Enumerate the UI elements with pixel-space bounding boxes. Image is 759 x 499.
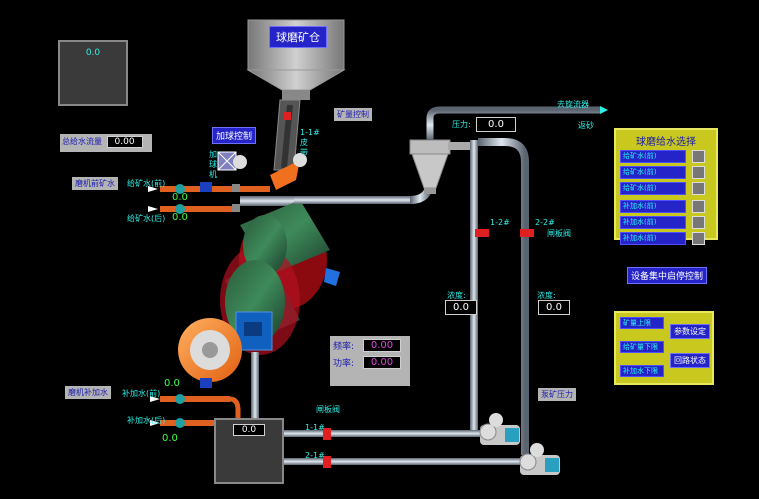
water-select-row-label: 补加水(前) xyxy=(620,216,686,229)
water-select-checkbox[interactable] xyxy=(692,182,705,195)
water-select-checkbox[interactable] xyxy=(692,232,705,245)
add-ball-control-button[interactable]: 加球控制 xyxy=(212,127,257,144)
total-flow-panel: 总给水流量 0.00 xyxy=(60,134,152,152)
pump-1 xyxy=(479,423,520,445)
freq-value: 0.00 xyxy=(363,339,401,352)
valve-1-1-label: 1-1# xyxy=(305,423,325,432)
ball-feeder-label: 加 球 机 xyxy=(209,150,217,179)
mill-add-water-label[interactable]: 磨机补加水 xyxy=(65,386,111,399)
ore-water-down-label: 给矿水(后) xyxy=(127,214,166,223)
density-right-label: 浓度: xyxy=(537,291,556,300)
belt-conveyor xyxy=(270,99,301,190)
bottom-tank: 0.0 xyxy=(214,418,284,484)
top-left-tank: 0.0 xyxy=(58,40,128,106)
water-select-checkbox[interactable] xyxy=(692,166,705,179)
water-select-row[interactable]: 补加水(前) xyxy=(620,216,712,229)
add-water-down-value: 0.0 xyxy=(162,433,178,444)
add-water-up-value: 0.0 xyxy=(164,378,180,389)
add-water-up-label: 补加水(前) xyxy=(122,389,161,398)
pressure-value: 0.0 xyxy=(476,117,516,132)
water-select-row-label: 补加水(前) xyxy=(620,232,686,245)
cyclone xyxy=(409,139,470,194)
pump-2 xyxy=(519,453,560,475)
valve-2-1-label: 2-1# xyxy=(305,451,325,460)
power-label: 功率: xyxy=(333,359,355,369)
water-select-row-label: 给矿水(前) xyxy=(620,166,686,179)
water-select-row[interactable]: 给矿水(前) xyxy=(620,182,712,195)
control-panel-item[interactable]: 补加水下限 xyxy=(620,365,664,377)
loop-status-button[interactable]: 回路状态 xyxy=(670,353,710,368)
ore-water-down-value: 0.0 xyxy=(172,212,188,223)
ore-water-up-value: 0.0 xyxy=(172,192,188,203)
mill-in-label[interactable]: 磨机前矿水 xyxy=(72,177,118,190)
water-select-row-label: 给矿水(前) xyxy=(620,182,686,195)
ore-water-up-label: 给矿水(前) xyxy=(127,179,166,188)
water-select-checkbox[interactable] xyxy=(692,150,705,163)
add-water-down-label: 补加水(后) xyxy=(127,416,166,425)
water-select-row[interactable]: 给矿水(前) xyxy=(620,166,712,179)
total-flow-label: 总给水流量 xyxy=(62,137,102,146)
ore-control-label[interactable]: 矿量控制 xyxy=(334,108,372,121)
top-left-tank-value: 0.0 xyxy=(85,48,101,58)
water-select-row-label: 给矿水(前) xyxy=(620,150,686,163)
hopper-title[interactable]: 球磨矿仓 xyxy=(269,26,327,48)
pressure-label: 压力: xyxy=(452,120,471,129)
to-cyclone-label: 去旋流器 xyxy=(557,100,589,109)
freq-label: 频率: xyxy=(333,342,355,352)
density-right-value: 0.0 xyxy=(538,300,570,315)
water-select-title: 球磨给水选择 xyxy=(636,137,696,148)
pump-pressure-label[interactable]: 泵矿压力 xyxy=(538,388,576,401)
center-control-button[interactable]: 设备集中启停控制 xyxy=(627,267,708,284)
gate-valve-top-label: 闸板阀 xyxy=(547,229,571,238)
water-select-row[interactable]: 补加水(前) xyxy=(620,200,712,213)
valve-2-2-label: 2-2# xyxy=(535,218,555,227)
valve-1-2-label: 1-2# xyxy=(490,218,510,227)
freq-power-panel: 频率: 0.00 功率: 0.00 xyxy=(330,336,410,386)
control-panel: 矿量上限给矿量下限补加水下限 参数设定 回路状态 xyxy=(614,311,714,385)
density-left-value: 0.0 xyxy=(445,300,477,315)
mill-motor xyxy=(178,318,242,382)
water-select-row[interactable]: 给矿水(前) xyxy=(620,150,712,163)
total-flow-value: 0.00 xyxy=(106,136,143,148)
param-settings-button[interactable]: 参数设定 xyxy=(670,324,710,339)
power-value: 0.00 xyxy=(363,356,401,369)
belt-label: 1-1# 皮 带 xyxy=(300,128,320,157)
water-select-checkbox[interactable] xyxy=(692,216,705,229)
water-select-row[interactable]: 补加水(前) xyxy=(620,232,712,245)
control-panel-item[interactable]: 矿量上限 xyxy=(620,317,664,329)
water-select-panel: 球磨给水选择 给矿水(前) 给矿水(前) 给矿水(前) 补加水(前) 补加水(前) 补加水… xyxy=(614,128,718,245)
water-select-row-label: 补加水(前) xyxy=(620,200,686,213)
gate-valve-bottom-label: 闸板阀 xyxy=(316,405,340,414)
water-select-checkbox[interactable] xyxy=(692,200,705,213)
return-sand-label: 返砂 xyxy=(578,121,594,130)
bottom-tank-value: 0.0 xyxy=(233,424,265,436)
density-left-label: 浓度: xyxy=(447,291,466,300)
control-panel-item[interactable]: 给矿量下限 xyxy=(620,341,664,353)
